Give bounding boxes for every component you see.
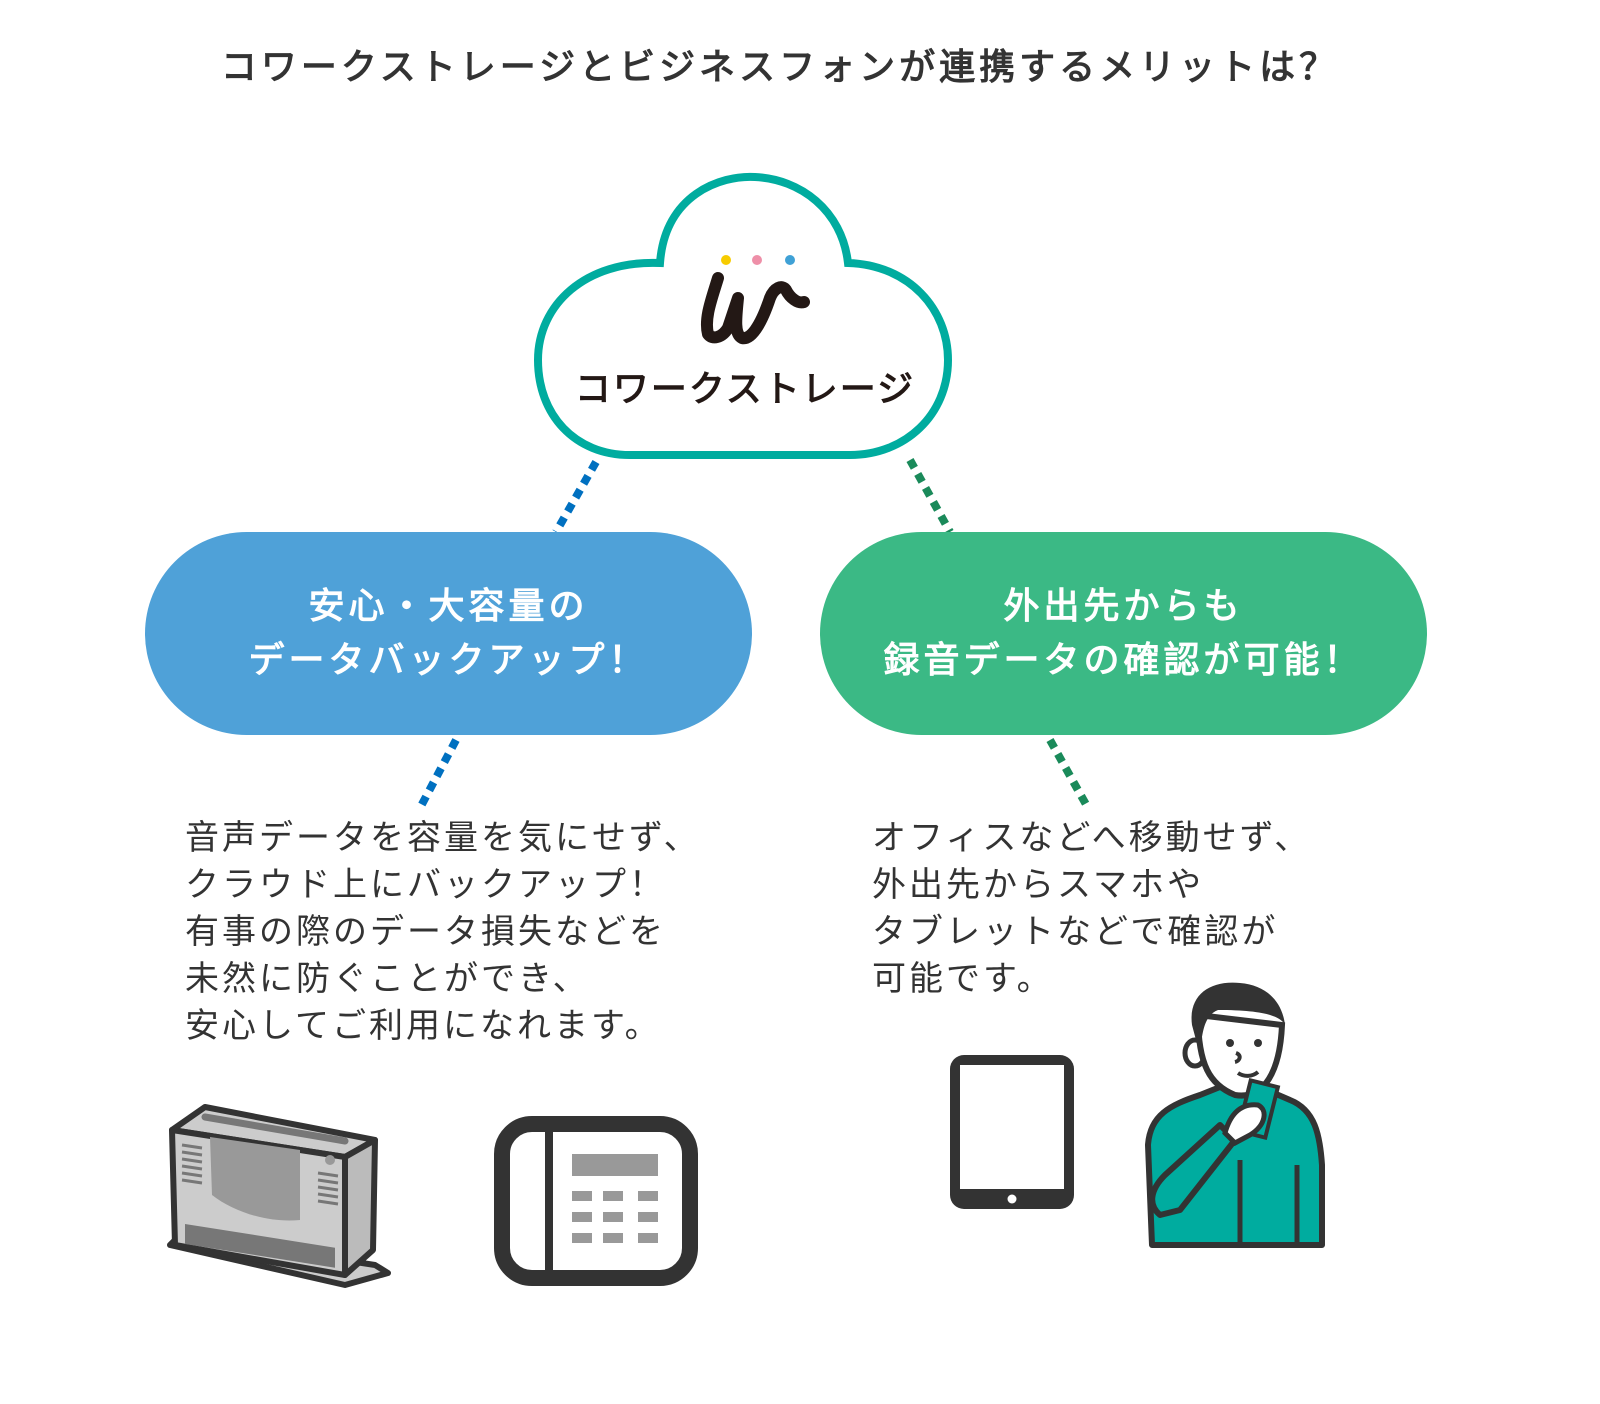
heading-line: データバックアップ！ [248,639,649,681]
description-line: タブレットなどで確認が [872,912,1279,952]
connector-cloud-left [552,460,600,534]
page-title: コワークストレージとビジネスフォンが連携するメリットは？ [220,47,1340,88]
connector-left-text [416,738,460,810]
connector-cloud-right [906,458,954,534]
description-line: 外出先からスマホや [872,865,1204,905]
business-phone-icon [494,1116,698,1286]
description-line: オフィスなどへ移動せず、 [872,818,1312,858]
tablet-icon [950,1055,1074,1209]
benefit-backup-heading: 安心・大容量の データバックアップ！ [145,532,752,735]
heading-line: 録音データの確認が可能！ [883,639,1364,681]
description-line: 安心してご利用になれます。 [185,1006,662,1046]
description-line: 有事の際のデータ損失などを [185,912,666,952]
connector-lines [416,458,1092,810]
heading-line: 外出先からも [1003,585,1244,627]
server-icon [167,1104,391,1288]
cowork-logo-icon [701,255,810,345]
cowork-storage-logo-text: コワークストレージ [574,369,916,410]
description-line: 音声データを容量を気にせず、 [185,818,701,858]
description-line: 可能です。 [872,959,1054,999]
description-line: 未然に防ぐことができ、 [185,959,590,999]
cloud-icon [533,172,953,459]
remote-description: オフィスなどへ移動せず、 外出先からスマホや タブレットなどで確認が 可能です。 [872,815,1311,1003]
heading-line: 安心・大容量の [308,585,589,627]
connector-right-text [1046,738,1092,810]
backup-description: 音声データを容量を気にせず、 クラウド上にバックアップ！ 有事の際のデータ損失な… [185,815,701,1050]
benefit-remote-heading: 外出先からも 録音データの確認が可能！ [820,532,1427,735]
description-line: クラウド上にバックアップ！ [185,865,666,905]
businessman-with-smartphone-icon [1145,982,1325,1248]
